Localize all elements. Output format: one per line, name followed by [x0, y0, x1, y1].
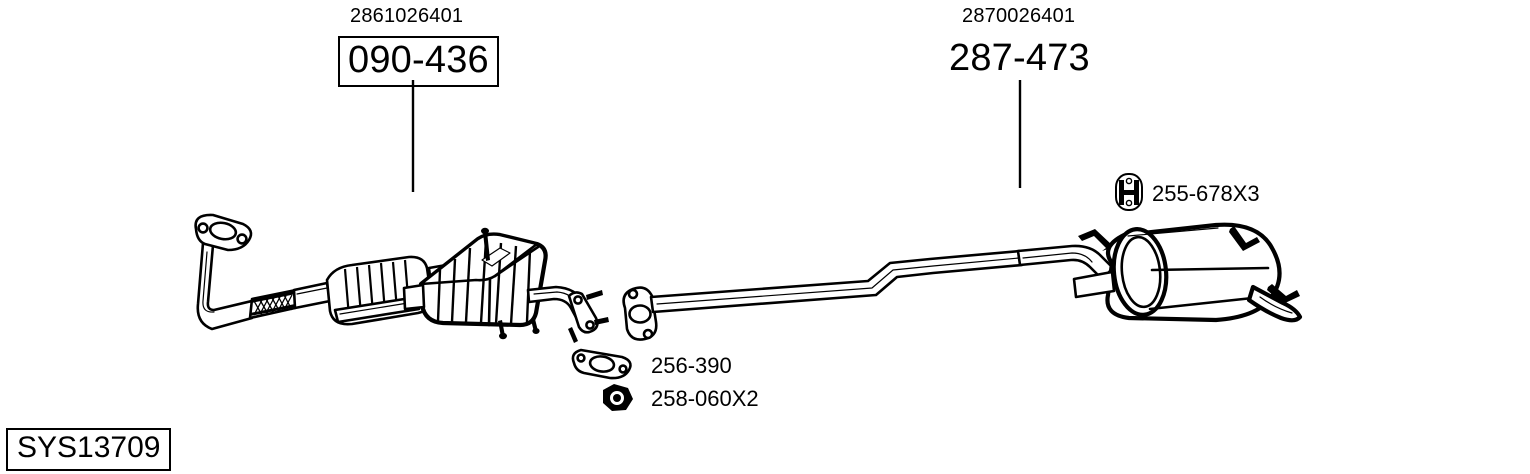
flex-joint: [248, 288, 298, 320]
pipe-highlight-1: [296, 287, 328, 295]
front-part-number[interactable]: 090-436: [338, 36, 499, 87]
downpipe-highlight: [202, 251, 215, 313]
rear-part-number[interactable]: 287-473: [949, 37, 1090, 79]
front-pipe-flange: [194, 213, 253, 252]
system-code-label[interactable]: SYS13709: [6, 428, 172, 471]
centre-pipe: [649, 249, 1024, 314]
hanger-part-number[interactable]: 255-678X3: [1152, 181, 1260, 206]
front-oem-number: 2861026401: [350, 5, 464, 27]
gasket-part-number[interactable]: 256-390: [651, 353, 732, 378]
rear-hanger-rear: [1267, 284, 1300, 304]
rear-pipe-assembly: [622, 222, 1303, 341]
rear-oem-number: 2870026401: [962, 5, 1076, 27]
rear-silencer-inlet: [1072, 270, 1116, 299]
hex-nut-icon: [603, 384, 633, 411]
exhaust-gasket-icon: [571, 348, 632, 380]
rear-hanger-top: [1229, 226, 1260, 251]
rubber-hanger-icon: [1115, 173, 1143, 211]
rear-hanger-front: [1078, 229, 1112, 251]
centre-pipe-flange: [622, 286, 658, 341]
centre-pipe-highlight: [656, 257, 1020, 305]
rear-silencer: [1072, 222, 1303, 323]
centre-silencer: [418, 227, 548, 340]
pipe-flex-to-cat: [292, 281, 332, 310]
silencer-outlet-flange: [567, 290, 609, 343]
silencer-inlet-stub: [402, 283, 426, 311]
front-pipe-assembly: [194, 213, 609, 343]
nut-part-number[interactable]: 258-060X2: [651, 386, 759, 411]
